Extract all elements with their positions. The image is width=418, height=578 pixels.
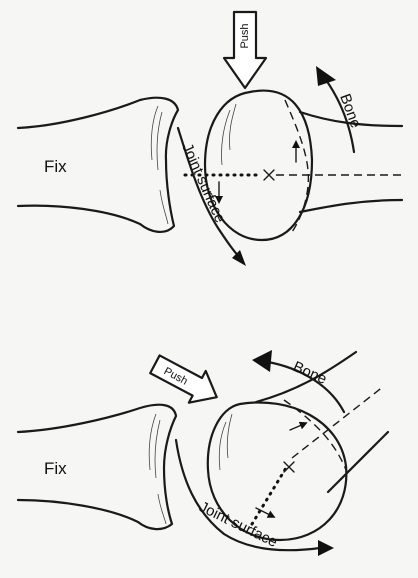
top-panel: Push Bone Fix Joint surface	[16, 10, 404, 266]
top-bone-arrow: Bone	[316, 66, 364, 154]
top-push-label: Push	[239, 23, 251, 48]
top-moving-bone	[183, 89, 404, 242]
top-push-arrow: Push	[222, 10, 268, 90]
top-fixed-bone	[16, 96, 180, 233]
bottom-bone-label: Bone	[290, 358, 329, 388]
top-fix-label: Fix	[44, 157, 67, 176]
bottom-panel: Push Bone Fix Joint surface	[16, 350, 390, 556]
bottom-fix-label: Fix	[44, 459, 67, 478]
top-joint-surface-label: Joint surface	[178, 141, 228, 226]
bottom-fixed-bone	[16, 403, 178, 531]
top-joint-surface-arrow: Joint surface	[176, 126, 246, 266]
bottom-joint-surface-label: Joint surface	[196, 498, 280, 551]
top-bone-label: Bone	[336, 92, 364, 131]
bottom-push-arrow: Push	[149, 354, 218, 404]
bottom-moving-bone	[206, 350, 390, 542]
bottom-joint-surface-arrow: Joint surface	[174, 438, 334, 556]
